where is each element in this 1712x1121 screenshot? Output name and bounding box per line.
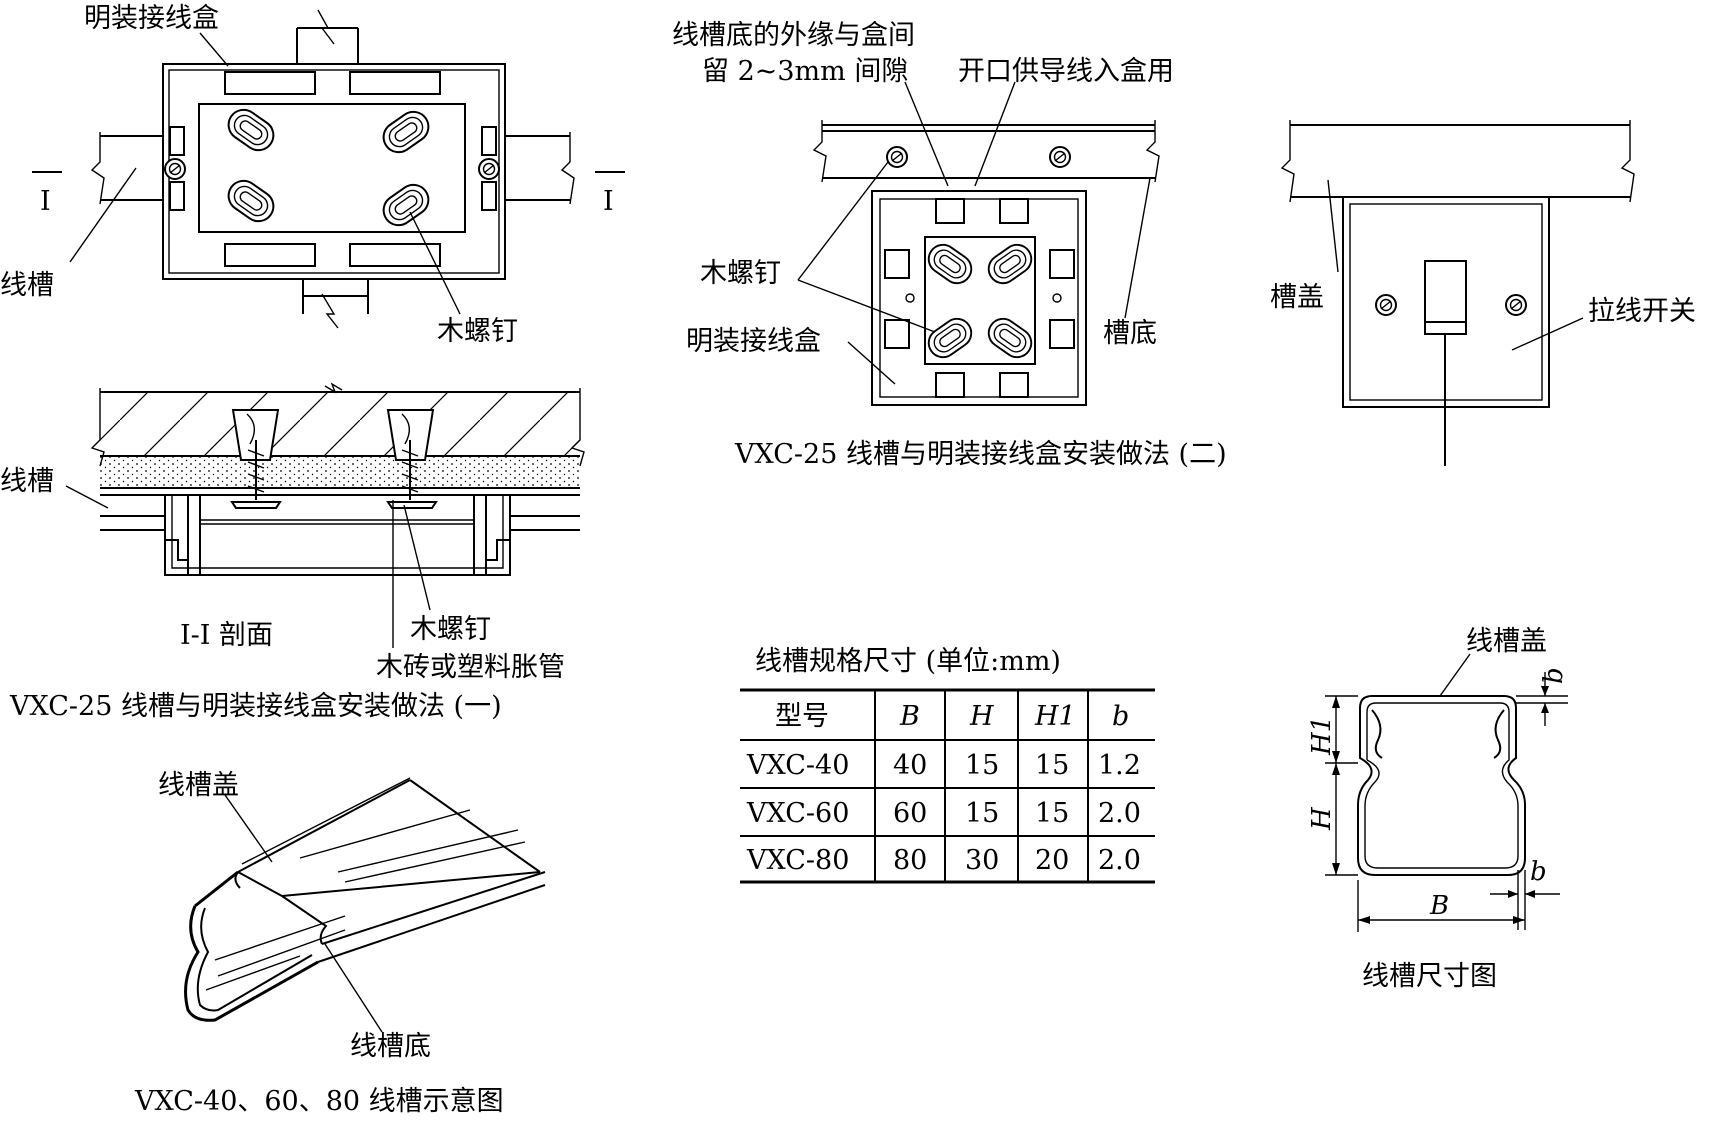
table-cell-r1-H: 15 (965, 750, 999, 781)
fig1-section-title: I-I 剖面 (180, 620, 273, 651)
table-header-H: H (969, 701, 994, 732)
fig3-trough-isometric (184, 777, 546, 1033)
fig4-dim-b-bottom: b (1530, 857, 1547, 887)
fig2-cover-label: 槽盖 (1270, 282, 1324, 313)
table-cell-r3-H1: 20 (1035, 845, 1069, 876)
fig1-box-label: 明装接线盒 (84, 3, 219, 34)
table-cell-r3-b: 2.0 (1098, 845, 1141, 876)
table-cell-r2-B: 60 (893, 798, 927, 829)
fig2-screw-label: 木螺钉 (700, 258, 781, 289)
table-cell-r2-H1: 15 (1035, 798, 1069, 829)
fig1-anchor-label: 木砖或塑料胀管 (376, 652, 565, 683)
table-header-H1: H1 (1034, 701, 1076, 732)
fig1-trough-label: 线槽 (0, 270, 54, 301)
fig2-box-label: 明装接线盒 (686, 326, 821, 357)
spec-table (740, 688, 1155, 884)
fig2-gap-label-line2: 留 2~3mm 间隙 (702, 56, 908, 87)
fig1-section-trough-label: 线槽 (0, 466, 54, 497)
fig4-caption: 线槽尺寸图 (1362, 961, 1497, 992)
fig4-dim-B: B (1429, 891, 1449, 921)
fig1-section-mark-right: I (603, 186, 614, 217)
fig1-section-screw-label: 木螺钉 (410, 614, 491, 645)
table-cell-r3-model: VXC-80 (746, 845, 849, 876)
table-cell-r1-b: 1.2 (1098, 750, 1141, 781)
table-header-model: 型号 (775, 701, 829, 732)
fig4-dim-h: H (1307, 806, 1337, 831)
fig4-cover-label: 线槽盖 (1466, 626, 1547, 657)
fig2-switch-label: 拉线开关 (1588, 296, 1696, 327)
table-cell-r3-H: 30 (965, 845, 999, 876)
table-cell-r3-B: 80 (893, 845, 927, 876)
table-cell-r2-b: 2.0 (1098, 798, 1141, 829)
table-cell-r1-model: VXC-40 (746, 750, 849, 781)
fig2-gap-label-line1: 线槽底的外缘与盒间 (672, 20, 915, 51)
fig1-plan-view (32, 9, 625, 329)
table-cell-r1-H1: 15 (1035, 750, 1069, 781)
fig4-dim-b-top: b (1539, 667, 1569, 684)
fig1-section-mark-left: I (40, 186, 51, 217)
fig2-opening-label: 开口供导线入盒用 (958, 56, 1174, 87)
fig2-pull-switch-view (1280, 120, 1635, 466)
fig3-cover-label: 线槽盖 (158, 770, 239, 801)
fig1-screw-label: 木螺钉 (437, 316, 518, 347)
table-cell-r2-H: 15 (965, 798, 999, 829)
fig1-caption: VXC-25 线槽与明装接线盒安装做法 (一) (9, 691, 502, 722)
fig2-bottom-label: 槽底 (1103, 318, 1157, 349)
fig4-dimension-section (1325, 653, 1568, 932)
table-cell-r1-B: 40 (893, 750, 927, 781)
table-header-B: B (899, 701, 920, 732)
fig3-caption: VXC-40、60、80 线槽示意图 (134, 1086, 504, 1117)
fig4-dim-h1: H1 (1307, 716, 1337, 756)
table-header-b: b (1112, 701, 1129, 732)
table-cell-r2-model: VXC-60 (746, 798, 849, 829)
fig2-caption: VXC-25 线槽与明装接线盒安装做法 (二) (734, 439, 1227, 470)
fig2-box-plan (797, 81, 1160, 406)
spec-table-title: 线槽规格尺寸 (单位:mm) (755, 646, 1061, 677)
fig3-bottom-label: 线槽底 (350, 1031, 431, 1062)
fig1-section-view (65, 382, 585, 648)
